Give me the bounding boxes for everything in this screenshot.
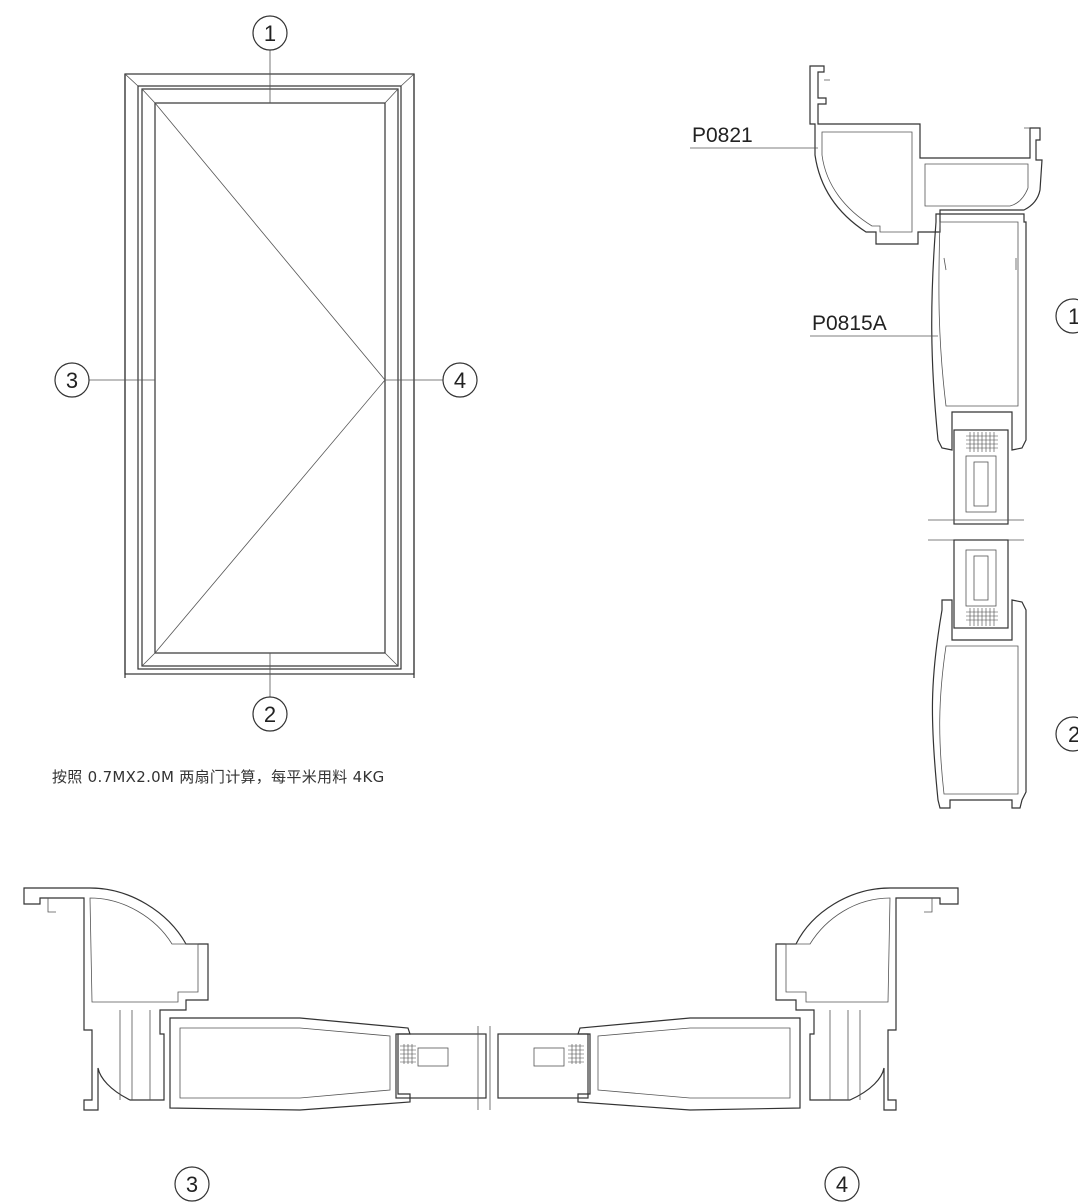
profile-left-sash xyxy=(169,1017,411,1111)
glass-spacer-top xyxy=(965,455,997,513)
profile-p0815a-upper-inner xyxy=(938,221,1019,407)
glass-spacer-inner-top xyxy=(973,461,989,507)
callout-3-text: 3 xyxy=(66,368,78,393)
callout-1 xyxy=(252,15,288,51)
glass-left xyxy=(395,1033,487,1099)
profile-right-sash-inner xyxy=(597,1027,791,1099)
profile-p0821-inner xyxy=(821,131,913,233)
callout-2 xyxy=(252,696,288,732)
glass-spacer-bottom xyxy=(965,549,997,607)
frame-outer-rect xyxy=(124,73,415,675)
door-elevation: 1 2 3 4 xyxy=(54,15,478,732)
sash-outer-rect xyxy=(141,88,399,667)
break-lines xyxy=(928,519,1024,541)
profile-right-frame-inner xyxy=(785,897,891,1003)
bottom-callout-3-text: 3 xyxy=(186,1172,198,1197)
profile-p0815a-upper-marks xyxy=(943,257,1017,271)
side-callout-1 xyxy=(1055,298,1078,334)
callout-1-text: 1 xyxy=(264,21,276,46)
callout-3 xyxy=(54,362,90,398)
side-callout-1-text: 1 xyxy=(1068,304,1078,329)
profile-p0815a-lower-inner xyxy=(939,645,1019,795)
profile-left-frame xyxy=(23,887,209,1111)
label-p0821: P0821 xyxy=(692,124,753,147)
spacer-right xyxy=(533,1047,565,1067)
glass-right xyxy=(497,1033,589,1099)
profile-right-sash xyxy=(577,1017,801,1111)
material-note: 按照 0.7MX2.0M 两扇门计算，每平米用料 4KG xyxy=(52,768,385,786)
profile-right-frame xyxy=(775,887,959,1111)
frame-inner-rect xyxy=(137,85,402,670)
callout-2-text: 2 xyxy=(264,702,276,727)
bottom-callout-4 xyxy=(824,1166,860,1202)
profile-left-frame-inner xyxy=(89,897,199,1003)
profile-left-frame-detail xyxy=(47,898,56,913)
break-lines-h xyxy=(477,1026,491,1110)
side-callout-2 xyxy=(1055,716,1078,752)
opening-symbol xyxy=(154,102,386,654)
profile-right-frame-detail xyxy=(924,898,933,913)
gasket-hatch-bottom xyxy=(966,608,998,626)
bottom-callout-4-text: 4 xyxy=(836,1172,848,1197)
profile-right-frame-webs xyxy=(829,1010,861,1100)
horizontal-section: 3 4 xyxy=(23,887,959,1202)
side-callout-2-text: 2 xyxy=(1068,722,1078,747)
mitre-lines xyxy=(124,73,415,667)
bottom-callout-3 xyxy=(174,1166,210,1202)
glass-unit-top xyxy=(953,429,1009,525)
gasket-hatch-h xyxy=(400,1044,584,1064)
gasket-hatch-top xyxy=(966,432,998,452)
spacer-left xyxy=(417,1047,449,1067)
profile-p0821 xyxy=(809,65,1043,245)
glass-unit-bottom xyxy=(953,539,1009,629)
profile-p0821-detail xyxy=(824,79,1030,129)
label-p0815a: P0815A xyxy=(812,312,887,335)
vertical-section: P0821 P0815A 1 2 xyxy=(690,65,1078,809)
profile-p0821-chamber xyxy=(924,163,1029,207)
sash-inner-rect xyxy=(154,102,386,654)
callout-4 xyxy=(442,362,478,398)
profile-left-frame-webs xyxy=(119,1010,151,1100)
callout-4-text: 4 xyxy=(454,368,466,393)
profile-p0815a-upper xyxy=(931,213,1027,451)
glass-spacer-inner-bottom xyxy=(973,555,989,601)
profile-left-sash-inner xyxy=(179,1027,391,1099)
profile-p0815a-lower xyxy=(931,599,1027,809)
